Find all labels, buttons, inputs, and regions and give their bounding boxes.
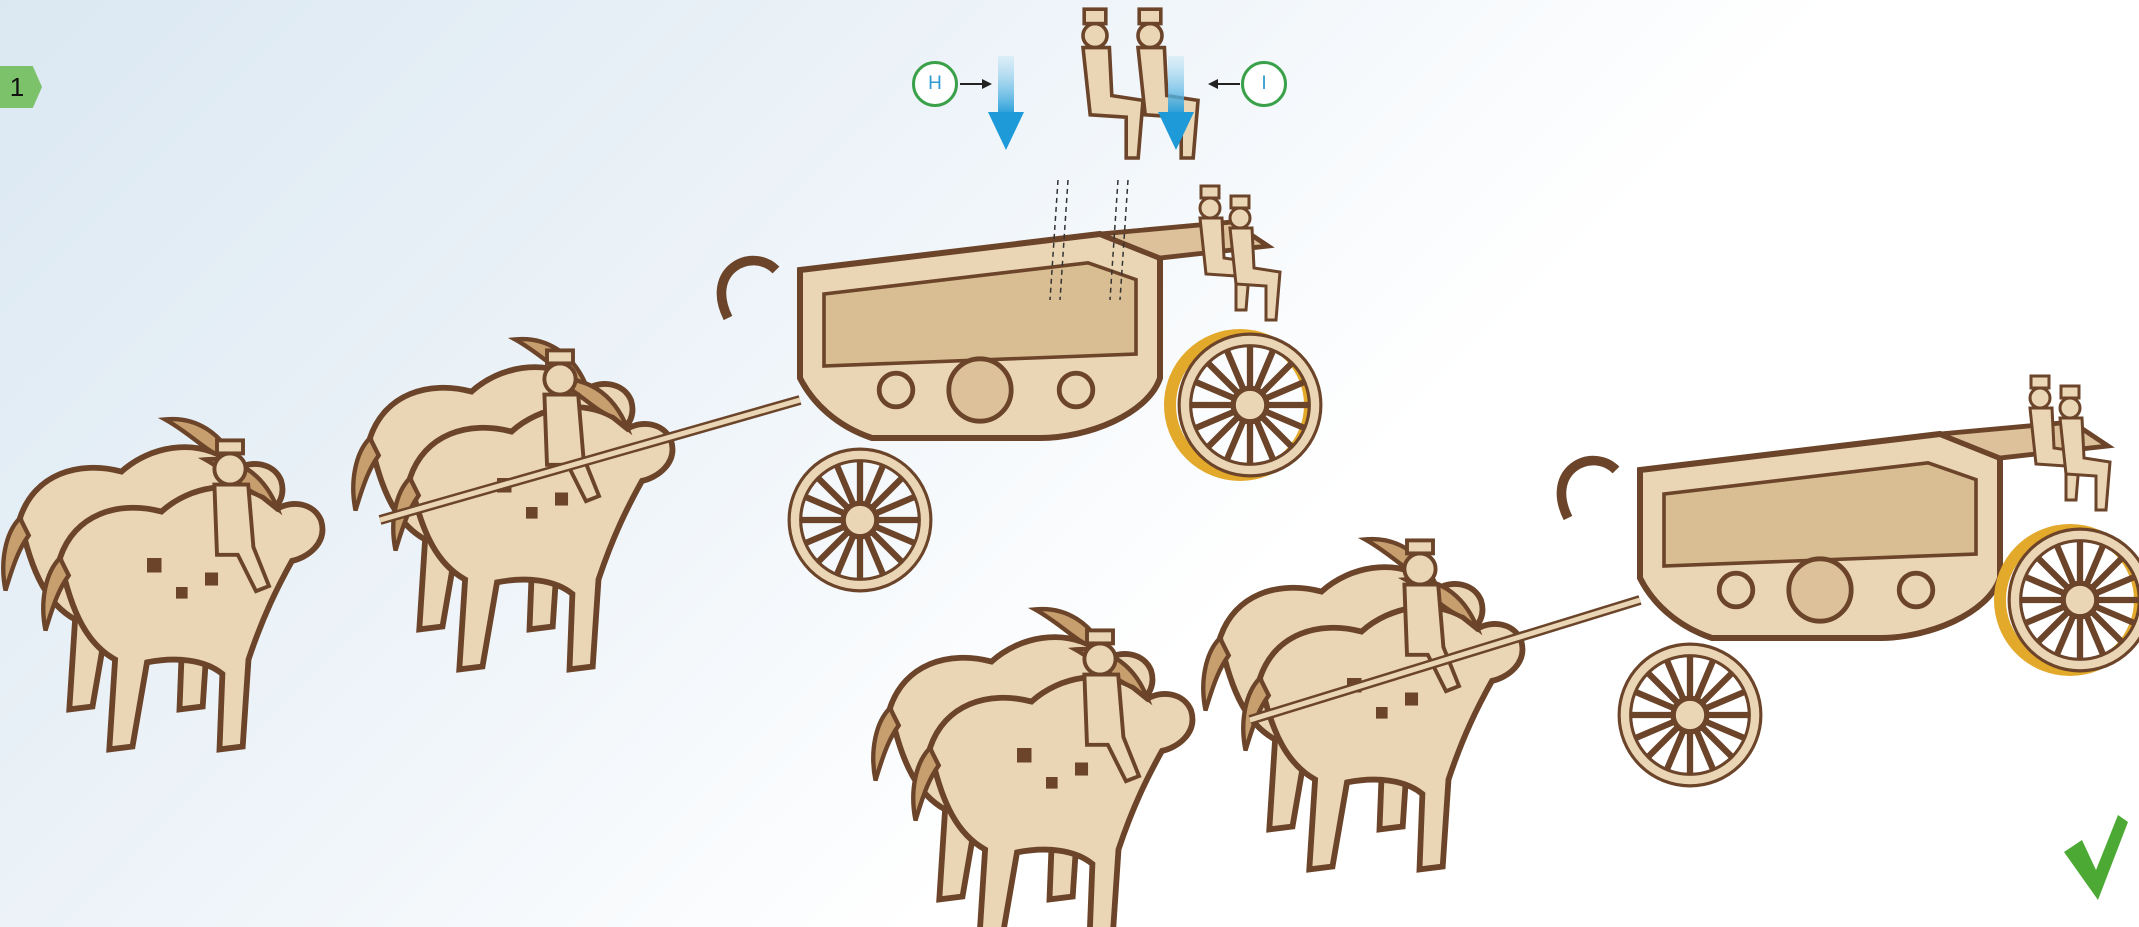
down-arrow-icon <box>988 56 1024 150</box>
carriage-body-top <box>721 186 1280 438</box>
checkmark-icon <box>2064 815 2128 900</box>
pointer-arrow-icon <box>960 79 992 89</box>
horse-pair-rear-top <box>353 339 672 669</box>
front-wheel-top <box>795 455 925 585</box>
horse-pair-rear-bottom <box>1203 539 1522 869</box>
rear-wheel-top-highlighted <box>1170 335 1315 475</box>
coach-assembly-bottom <box>873 376 2139 927</box>
rear-wheel-bottom-highlighted <box>2000 530 2139 670</box>
horse-pair-front-bottom <box>873 609 1192 927</box>
pointer-arrow-icon <box>1208 79 1240 89</box>
horse-pair-front-top <box>3 419 322 749</box>
